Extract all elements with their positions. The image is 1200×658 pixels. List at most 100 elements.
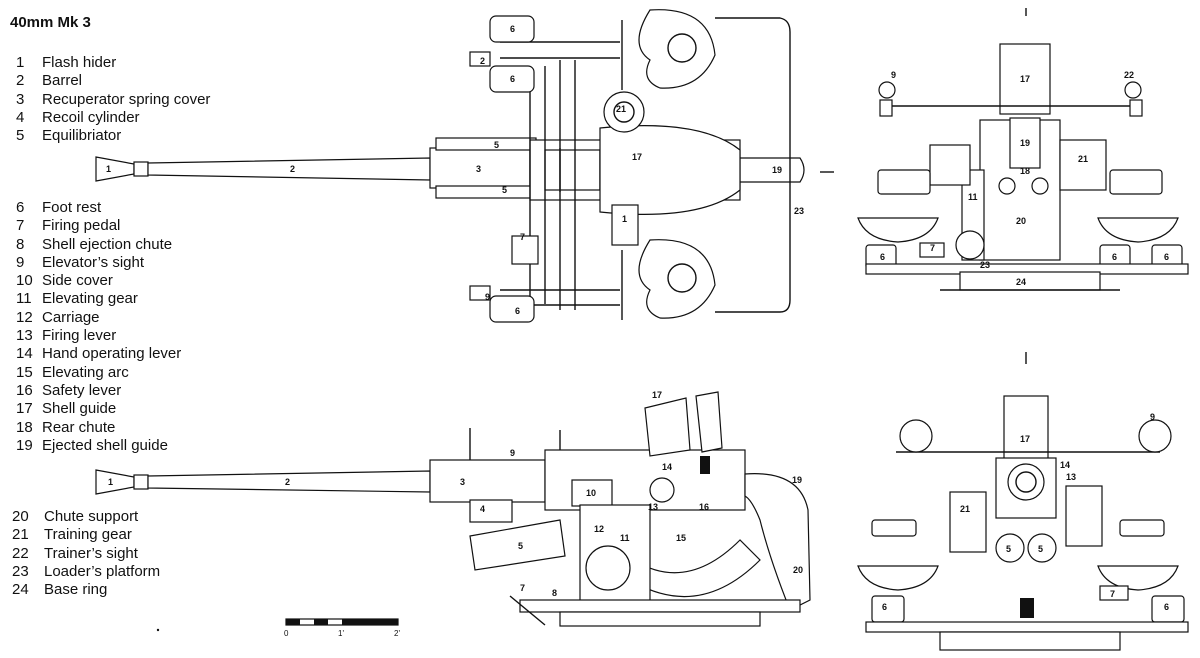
callout-number: 7: [930, 243, 935, 253]
legend-label: Firing lever: [42, 327, 117, 345]
callout-number: 17: [652, 390, 662, 400]
legend-label: Foot rest: [42, 199, 102, 216]
legend-item: 4 Recoil cylinder: [10, 109, 210, 127]
legend-label: Carriage: [42, 308, 100, 326]
legend-number: 20: [12, 508, 29, 525]
callout-number: 24: [1016, 277, 1026, 287]
legend-label: Firing pedal: [42, 217, 121, 235]
legend-number: 16: [16, 381, 33, 399]
legend-item: 7 Firing pedal: [10, 217, 181, 235]
callout-number: 14: [1060, 460, 1070, 470]
legend-item: 16 Safety lever: [10, 382, 181, 400]
legend-number: 21: [12, 526, 29, 544]
callout-number: 1: [622, 214, 627, 224]
callout-number: 17: [1020, 434, 1030, 444]
callout-number: 1: [106, 164, 111, 174]
callout-number: 21: [1078, 154, 1088, 164]
legend-number: 2: [16, 72, 25, 90]
legend-item: 8 Shell ejection chute: [10, 236, 181, 254]
callout-number: 1: [108, 477, 113, 487]
scale-label-1: 1': [338, 629, 344, 638]
legend-label: Training gear: [44, 526, 132, 544]
scale-bar: 0 1' 2': [156, 618, 400, 638]
legend-number: 5: [16, 127, 25, 145]
top-view-callouts: 1 2 3 5 5 6 2 6 17 19 21 1 7 9 6 23: [106, 24, 804, 316]
callout-number: 3: [476, 164, 481, 174]
legend-item: 13 Firing lever: [10, 327, 181, 345]
callout-number: 10: [586, 488, 596, 498]
side-view-callouts: 1 2 3 4 5 9 10 11 12 13 14 15 16 17 19 2…: [108, 390, 803, 598]
callout-number: 20: [1016, 216, 1026, 226]
legend-item: 12 Carriage: [10, 309, 181, 327]
callout-number: 11: [968, 192, 978, 202]
front-view-callouts: 9 17 14 13 21 5 5 7 6 6: [882, 412, 1169, 612]
callout-number: 13: [1066, 472, 1076, 482]
callout-number: 21: [616, 104, 626, 114]
callout-number: 21: [960, 504, 970, 514]
legend-number: 24: [12, 581, 29, 599]
callout-number: 9: [1150, 412, 1155, 422]
legend-label: Elevating arc: [42, 363, 129, 381]
callout-number: 6: [880, 252, 885, 262]
scale-label-0: 0: [284, 629, 289, 638]
legend-number: 19: [16, 436, 33, 454]
callout-number: 18: [1020, 166, 1030, 176]
top-view-drawing: [95, 9, 805, 323]
rear-view-drawing: [820, 8, 1189, 291]
front-view-drawing: [857, 352, 1189, 651]
legend-label: Flash hider: [42, 54, 117, 71]
legend-number: 12: [16, 308, 33, 326]
callout-number: 19: [1020, 138, 1030, 148]
legend-number: 13: [16, 327, 33, 345]
legend-label: Recoil cylinder: [42, 108, 140, 126]
callout-number: 4: [480, 504, 485, 514]
callout-number: 3: [460, 477, 465, 487]
callout-number: 5: [518, 541, 523, 551]
legend-label: Hand operating lever: [42, 345, 182, 363]
callout-number: 2: [285, 477, 290, 487]
callout-number: 6: [1112, 252, 1117, 262]
legend-item: 20 Chute support: [10, 508, 160, 526]
callout-number: 2: [290, 164, 295, 174]
callout-number: 8: [552, 588, 557, 598]
legend-label: Loader’s platform: [44, 562, 161, 580]
callout-number: 17: [632, 152, 642, 162]
callout-number: 22: [1124, 70, 1134, 80]
legend-number: 4: [16, 108, 25, 126]
callout-number: 23: [794, 206, 804, 216]
legend-label: Trainer’s sight: [44, 544, 138, 562]
callout-number: 23: [980, 260, 990, 270]
callout-number: 15: [676, 533, 686, 543]
callout-number: 7: [1110, 589, 1115, 599]
legend-label: Shell ejection chute: [42, 235, 173, 253]
legend-item: 22 Trainer’s sight: [10, 545, 160, 563]
legend-label: Chute support: [44, 508, 139, 525]
legend-label: Shell guide: [42, 400, 117, 418]
legend-item: 19 Ejected shell guide: [10, 437, 181, 455]
callout-number: 5: [502, 185, 507, 195]
callout-number: 6: [1164, 252, 1169, 262]
callout-number: 6: [510, 24, 515, 34]
legend-item: 21 Training gear: [10, 526, 160, 544]
legend-number: 18: [16, 418, 33, 436]
callout-number: 7: [520, 232, 525, 242]
callout-number: 2: [480, 56, 485, 66]
legend-number: 8: [16, 235, 25, 253]
callout-number: 17: [1020, 74, 1030, 84]
legend-label: Barrel: [42, 72, 83, 90]
legend-number: 11: [16, 290, 32, 308]
side-view-drawing: [95, 391, 811, 627]
legend-label: Safety lever: [42, 381, 122, 399]
legend-number: 22: [12, 544, 29, 562]
legend-label: Elevating gear: [42, 290, 138, 308]
legend-label: Ejected shell guide: [42, 436, 168, 454]
legend-number: 7: [16, 217, 25, 235]
callout-number: 6: [510, 74, 515, 84]
